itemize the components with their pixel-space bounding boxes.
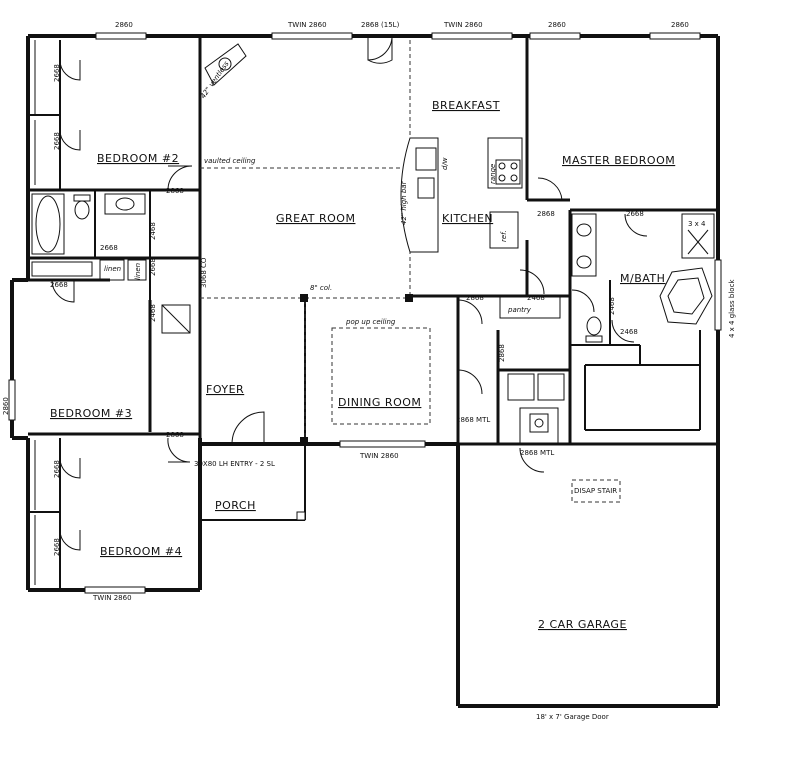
room-master-bath: M/BATH (620, 272, 665, 285)
label-door: 2868 (166, 431, 184, 439)
label-door: 2468 (608, 297, 616, 315)
room-master-bedroom: MASTER BEDROOM (562, 154, 675, 167)
fireplace (204, 43, 247, 86)
label-window: 2860 (548, 21, 566, 29)
label-door: 2868 MTL (520, 449, 554, 457)
label-door: 2468 (620, 328, 638, 336)
label-door: 2668 (53, 64, 61, 82)
label-door: 2468 (149, 304, 157, 322)
label-range: range (489, 164, 497, 184)
room-breakfast: BREAKFAST (432, 99, 500, 112)
room-bedroom-4: BEDROOM #4 (100, 545, 182, 558)
label-door: 2668 (50, 281, 68, 289)
label-entry-door: 30X80 LH ENTRY - 2 SL (194, 460, 275, 468)
label-garage-door: 18' x 7' Garage Door (536, 713, 609, 721)
doors (51, 35, 648, 551)
room-garage: 2 CAR GARAGE (538, 618, 627, 631)
label-door: 2868 MTL (456, 416, 490, 424)
label-door: 2668 (100, 244, 118, 252)
label-door: 2868 (537, 210, 555, 218)
label-door: 2668 (53, 460, 61, 478)
master-bath-fixtures (571, 213, 715, 343)
room-foyer: FOYER (206, 383, 244, 396)
label-window: TWIN 2860 (443, 21, 483, 29)
room-dining-room: DINING ROOM (338, 396, 421, 409)
label-column: 8" col. (310, 284, 332, 292)
label-pantry: pantry (507, 306, 532, 314)
label-pop-up-ceiling: pop up ceiling (345, 318, 396, 326)
label-window: TWIN 2860 (287, 21, 327, 29)
room-kitchen: KITCHEN (442, 212, 493, 225)
label-window: TWIN 2860 (92, 594, 132, 602)
label-door: 2668 (53, 132, 61, 150)
label-bar: 42" high bar (400, 180, 408, 225)
label-door: 2668 (626, 210, 644, 218)
label-vaulted-ceiling: vaulted ceiling (204, 157, 256, 165)
dimension-labels: 2860 TWIN 2860 2868 (15L) TWIN 2860 2860… (2, 21, 736, 721)
room-bedroom-3: BEDROOM #3 (50, 407, 132, 420)
label-opening: 3068 CO (200, 257, 208, 288)
label-dishwasher: d/w (441, 157, 449, 170)
label-window: TWIN 2860 (359, 452, 399, 460)
label-linen: linen (104, 265, 121, 273)
label-window: 2860 (115, 21, 133, 29)
label-door: 2868 (498, 344, 506, 362)
room-labels: BEDROOM #2 BEDROOM #3 BEDROOM #4 GREAT R… (50, 99, 675, 631)
label-door: 2868 (466, 294, 484, 302)
label-door: 2468 (149, 222, 157, 240)
room-porch: PORCH (215, 499, 256, 512)
label-door: 2468 (527, 294, 545, 302)
label-window: 2860 (671, 21, 689, 29)
exterior-walls (10, 34, 720, 708)
room-bedroom-2: BEDROOM #2 (97, 152, 179, 165)
label-door: 2868 (15L) (361, 21, 400, 29)
label-door: 2868 (166, 187, 184, 195)
label-shower: 3 x 4 (688, 220, 706, 228)
label-door: 2668 (53, 538, 61, 556)
hall-bath-fixtures (31, 193, 191, 334)
label-window: 2860 (2, 397, 10, 415)
fixtures (31, 43, 715, 503)
label-disap-stair: DISAP STAIR (574, 487, 617, 495)
label-refrigerator: ref. (500, 230, 508, 242)
windows (8, 32, 722, 594)
room-great-room: GREAT ROOM (276, 212, 355, 225)
kitchen-island (400, 137, 523, 253)
label-glass-block: 4 x 4 glass block (728, 279, 736, 338)
laundry-fixtures (507, 373, 565, 445)
label-door: 2668 (149, 258, 157, 276)
label-linen: linen (134, 263, 142, 280)
